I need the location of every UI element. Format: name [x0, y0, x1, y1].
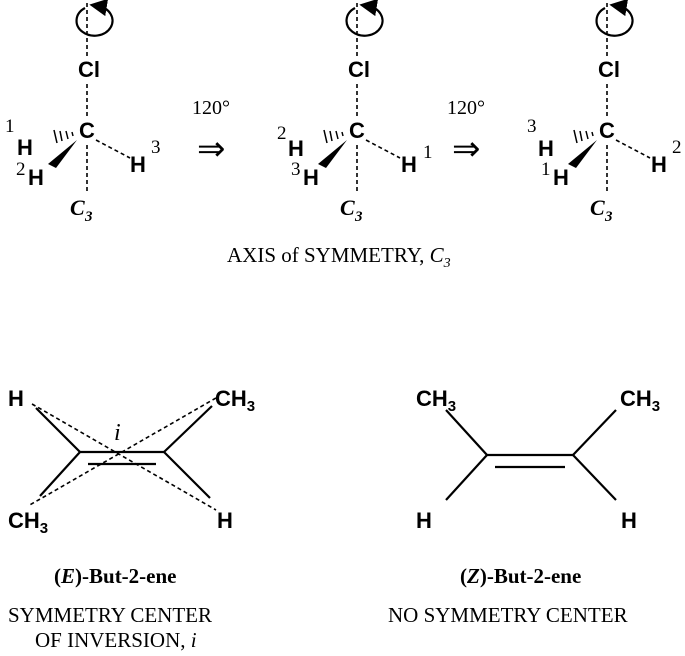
- svg-text:2: 2: [277, 123, 287, 144]
- e-but-2-ene-structure: H CH3 CH3 H i (E)-But-2-ene SYMMETRY CEN…: [8, 386, 255, 652]
- chloromethane-molecule-1: Cl C C 3 1 H 2 H H 3: [5, 0, 161, 225]
- methyl-label: CH3: [620, 386, 660, 415]
- methyl-label: CH3: [416, 386, 456, 415]
- rotation-arrow-icon: [345, 0, 384, 37]
- chlorine-label: Cl: [348, 57, 370, 82]
- svg-text:3: 3: [527, 116, 537, 137]
- rotation-angle-label: 120°: [447, 97, 485, 119]
- rotation-arrow-icon: [75, 0, 114, 37]
- hydrogen-label: H: [17, 135, 33, 160]
- hydrogen-label: H: [288, 136, 304, 161]
- solid-wedge-bond: [568, 140, 597, 168]
- hydrogen-label: H: [621, 508, 637, 533]
- hydrogen-label: H: [401, 152, 417, 177]
- e-isomer-name: (E)-But-2-ene: [54, 564, 177, 588]
- no-symmetry-center-caption: NO SYMMETRY CENTER: [388, 603, 628, 627]
- implies-arrow-icon: ⇒: [197, 130, 226, 168]
- rotation-arrow-icon: [595, 0, 634, 37]
- hydrogen-label: H: [538, 136, 554, 161]
- chloromethane-molecule-3: Cl C C 3 3 H 1 H H 2: [527, 0, 682, 225]
- axis-label-subscript: 3: [84, 209, 93, 225]
- chlorine-label: Cl: [598, 57, 620, 82]
- carbon-label: C: [349, 118, 365, 143]
- inversion-center-label: i: [114, 420, 121, 446]
- svg-text:1: 1: [541, 159, 551, 180]
- hydrogen-label: H: [303, 165, 319, 190]
- axis-label: C: [70, 195, 85, 220]
- carbon-label: C: [599, 118, 615, 143]
- hydrogen-label: H: [130, 152, 146, 177]
- chlorine-label: Cl: [78, 57, 100, 82]
- hydrogen-label: H: [8, 386, 24, 411]
- svg-text:3: 3: [151, 137, 161, 158]
- svg-text:3: 3: [291, 159, 301, 180]
- hydrogen-label: H: [553, 165, 569, 190]
- z-isomer-name: (Z)-But-2-ene: [460, 564, 581, 588]
- hashed-wedge-bond: [323, 129, 344, 144]
- hashed-wedge-bond: [573, 129, 594, 144]
- svg-text:1: 1: [5, 116, 15, 137]
- implies-arrow-icon: ⇒: [452, 130, 481, 168]
- axis-of-symmetry-caption: AXIS of SYMMETRY, C3: [227, 243, 451, 271]
- axis-label: C: [590, 195, 605, 220]
- methyl-label: CH3: [215, 386, 255, 415]
- svg-text:2: 2: [16, 159, 26, 180]
- svg-text:2: 2: [672, 137, 682, 158]
- hydrogen-label: H: [28, 165, 44, 190]
- axis-label-subscript: 3: [604, 209, 613, 225]
- solid-wedge-bond: [318, 140, 347, 168]
- hashed-wedge-bond: [53, 129, 74, 144]
- symmetry-center-caption-line2: OF INVERSION, i: [35, 628, 197, 652]
- carbon-label: C: [79, 118, 95, 143]
- methyl-label: CH3: [8, 508, 48, 537]
- z-but-2-ene-structure: CH3 CH3 H H (Z)-But-2-ene NO SYMMETRY CE…: [388, 386, 660, 627]
- rotation-angle-label: 120°: [192, 97, 230, 119]
- chloromethane-molecule-2: Cl C C 3 2 H 3 H H 1: [277, 0, 433, 225]
- symmetry-center-caption-line1: SYMMETRY CENTER: [8, 603, 212, 627]
- axis-label-subscript: 3: [354, 209, 363, 225]
- solid-wedge-bond: [48, 140, 77, 168]
- hydrogen-label: H: [217, 508, 233, 533]
- hydrogen-label: H: [651, 152, 667, 177]
- axis-label: C: [340, 195, 355, 220]
- hydrogen-label: H: [416, 508, 432, 533]
- svg-text:1: 1: [423, 142, 433, 163]
